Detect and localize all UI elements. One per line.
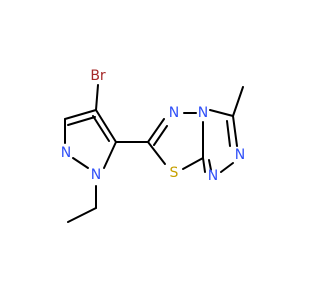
atom-n-pyrazole-2: N [61,145,71,161]
bond-c8a-s [182,157,204,170]
atom-br: Br [90,68,106,84]
bond-n2-n1 [72,157,89,169]
bond-c3t-n2t-double [226,120,231,147]
bond-n2t-n1t [220,162,234,173]
bond-c4-c3 [64,109,97,120]
bond-n1-c5 [103,141,117,169]
bond-c3t-n2t [232,115,238,147]
molecule-structure: Br N N N N N N S [61,68,245,223]
bond-c4-br [95,84,99,111]
atom-n-pyrazole-1: N [91,167,101,183]
atom-n-bridgehead: N [198,105,208,121]
bond-n1t-c8a-double [208,159,212,171]
bond-s-c6 [147,141,166,165]
bond-ch2-ch3 [67,207,97,223]
atom-s: S [170,165,179,181]
atom-n-triazole-2: N [235,147,245,163]
bond-c3t-ch3 [232,86,244,117]
bond-c5-c4-double [92,115,110,142]
bond-lines [64,84,244,223]
bond-c6-n-double [153,125,168,146]
atom-labels: Br N N N N N N S [61,68,245,184]
atom-n-triazole-1: N [208,168,218,184]
bond-c6-n [147,118,165,143]
bond-c4-c3-double [67,116,96,126]
atom-n-thiadiazole: N [169,105,179,121]
bond-c5-c4 [95,109,117,143]
bond-n1t-c8a [202,157,206,173]
bond-n4-c3t [209,109,234,117]
